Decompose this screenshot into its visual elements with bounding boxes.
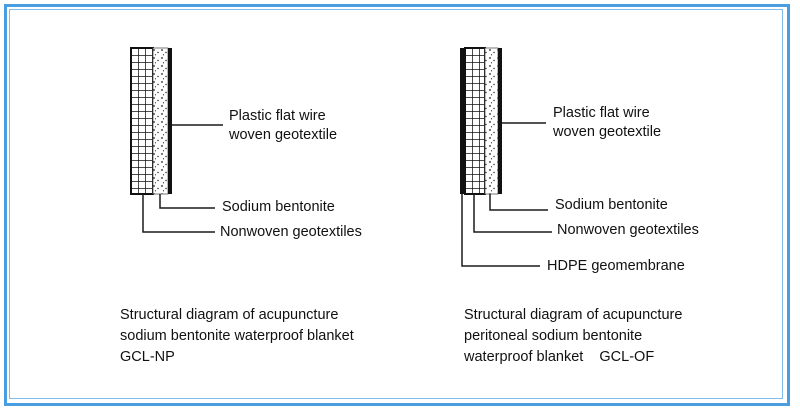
gcl-np-cross-section	[130, 47, 172, 195]
caption-line: waterproof blanket GCL-OF	[464, 349, 655, 365]
label-woven-geotextile-line2: woven geotextile	[229, 127, 338, 143]
label-woven-geotextile-line1: Plastic flat wire	[553, 105, 650, 121]
woven-geotextile-layer	[498, 48, 502, 194]
nonwoven-geotextile-layer	[130, 47, 154, 195]
label-nonwoven-geotextiles: Nonwoven geotextiles	[220, 224, 362, 240]
leader-line-hdpe	[461, 194, 540, 267]
caption-line: sodium bentonite waterproof blanket	[120, 328, 354, 344]
caption-line: Structural diagram of acupuncture	[120, 307, 339, 323]
caption-line: Structural diagram of acupuncture	[464, 307, 683, 323]
label-woven-geotextile-line1: Plastic flat wire	[229, 108, 326, 124]
sodium-bentonite-layer	[152, 47, 169, 195]
woven-geotextile-layer	[168, 48, 172, 194]
gcl-of-cross-section	[460, 47, 502, 195]
caption-line: GCL-NP	[120, 349, 175, 365]
leader-line-nonwoven	[473, 194, 552, 233]
sodium-bentonite-layer	[484, 47, 499, 195]
caption-line: peritoneal sodium bentonite	[464, 328, 643, 344]
inner-frame	[9, 9, 783, 399]
gcl-np-leader-lines	[142, 124, 223, 233]
hdpe-geomembrane-layer	[460, 48, 465, 194]
outer-frame	[4, 4, 790, 406]
label-hdpe-geomembrane: HDPE geomembrane	[547, 258, 685, 274]
label-sodium-bentonite: Sodium bentonite	[222, 199, 335, 215]
leader-line-bentonite	[489, 194, 548, 211]
label-nonwoven-geotextiles: Nonwoven geotextiles	[557, 222, 699, 238]
leader-line-nonwoven	[142, 194, 215, 233]
label-sodium-bentonite: Sodium bentonite	[555, 197, 668, 213]
gcl-of-leader-lines	[461, 122, 552, 267]
leader-line-bentonite	[159, 194, 215, 209]
nonwoven-geotextile-layer	[464, 47, 486, 195]
label-woven-geotextile-line2: woven geotextile	[553, 124, 662, 140]
